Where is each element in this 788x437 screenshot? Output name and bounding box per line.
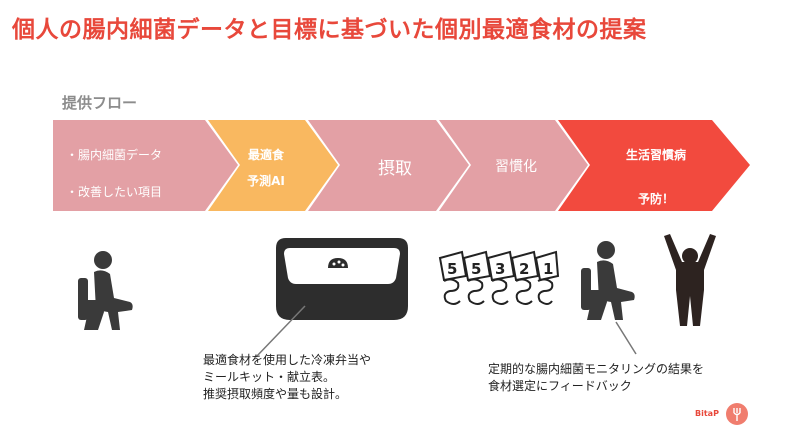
flow-step-5: [558, 120, 750, 211]
flow-step-3: [308, 120, 469, 211]
step-5-line1: 生活習慣病: [625, 148, 686, 162]
pointer-line-left: [255, 305, 306, 358]
intestine-icon: [443, 278, 554, 305]
logo-badge: [726, 403, 748, 425]
caption-right: 定期的な腸内細菌モニタリングの結果を 食材選定にフィードバック: [488, 361, 704, 395]
step-2-line1: 最適食: [247, 148, 284, 162]
caption-right-line-1: 定期的な腸内細菌モニタリングの結果を: [488, 362, 705, 376]
fork-icon: [733, 408, 741, 421]
caption-left-line-1: 最適食材を使用した冷凍弁当や: [203, 353, 372, 367]
cheering-person-icon: [664, 234, 716, 326]
toilet-person-icon: [78, 251, 133, 330]
page-title: 個人の腸内細菌データと目標に基づいた個別最適食材の提案: [12, 17, 647, 43]
step-2-label: 最適食 予測AI: [226, 142, 306, 194]
calendar-digit-3: 3: [495, 260, 505, 278]
step-3-label: 摂取: [378, 159, 412, 179]
flow-step-2: [208, 120, 338, 211]
step-1-bullets: ・腸内細菌データ ・改善したい項目: [66, 137, 162, 211]
step-4-label: 習慣化: [495, 159, 537, 175]
caption-left-line-3: 推奨摂取頻度や量も設計。: [203, 387, 348, 401]
bullet-gut-data: ・腸内細菌データ: [66, 148, 163, 162]
pointer-line-right: [615, 321, 637, 355]
calendar-digit-2: 5: [471, 260, 481, 278]
bento-box-icon: [276, 238, 408, 320]
calendar-digit-4: 2: [519, 260, 529, 278]
flow-diagram: [53, 120, 750, 211]
calendar-digit-5: 1: [543, 260, 553, 278]
flow-step-1: [53, 120, 238, 211]
calendar-pages-icon: 5 5 3 2 1: [438, 250, 560, 282]
flow-label: 提供フロー: [62, 94, 138, 112]
bullet-improve-items: ・改善したい項目: [66, 185, 163, 199]
caption-left: 最適食材を使用した冷凍弁当や ミールキット・献立表。 推奨摂取頻度や量も設計。: [203, 352, 371, 403]
logo-text: BitaP: [695, 409, 719, 418]
toilet-person-icon: [581, 241, 635, 320]
step-5-line2: 予防！: [637, 192, 674, 206]
step-2-line2: 予測AI: [247, 174, 285, 188]
step-5-label: 生活習慣病 予防！: [606, 133, 706, 221]
caption-right-line-2: 食材選定にフィードバック: [488, 379, 632, 393]
calendar-digit-1: 5: [447, 260, 457, 278]
flow-step-4: [439, 120, 588, 211]
caption-left-line-2: ミールキット・献立表。: [203, 370, 336, 384]
